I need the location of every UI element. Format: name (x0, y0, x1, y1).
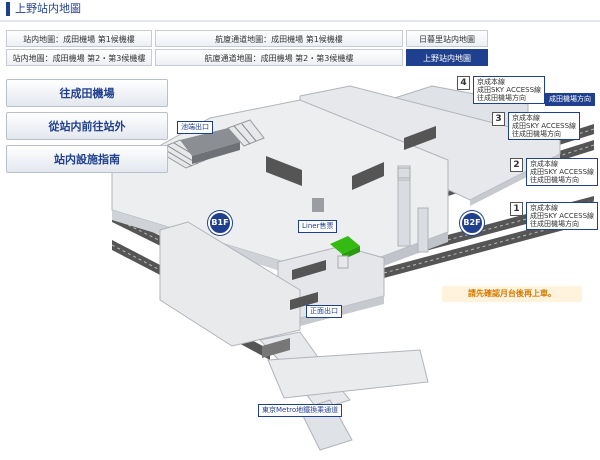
platform-1: 1 京成本線 成田SKY ACCESS線 往成田機場方向 (510, 202, 599, 230)
platform-line: 京成本線 (530, 160, 558, 168)
platform-number: 2 (510, 158, 523, 172)
platform-line: 成田SKY ACCESS線 (530, 212, 595, 220)
platform-number: 1 (510, 202, 523, 216)
stairs (154, 119, 436, 358)
exit-station-button[interactable]: 從站内前往站外 (6, 112, 168, 140)
tab-ueno-station[interactable]: 上野站内地圖 (406, 49, 488, 66)
liner-ticket-label: Liner售票 (298, 220, 338, 233)
platform-line: 京成本線 (530, 204, 558, 212)
platform-line: 往成田機場方向 (530, 176, 579, 184)
floor-b2f-badge: B2F (460, 211, 484, 235)
platform-number: 4 (457, 76, 470, 90)
platform-info: 京成本線 成田SKY ACCESS線 往成田機場方向 (526, 158, 599, 186)
to-narita-airport-button[interactable]: 往成田機場 (6, 79, 168, 107)
platform-line: 成田SKY ACCESS線 (512, 122, 577, 130)
title-accent (6, 2, 10, 16)
tab-narita-t1-terminal[interactable]: 航廈通道地圖：成田機場 第1候機樓 (155, 30, 403, 47)
tab-narita-t23-station[interactable]: 站内地圖：成田機場 第2・第3候機樓 (6, 49, 152, 66)
platform-line: 京成本線 (512, 114, 540, 122)
tab-nippori-station[interactable]: 日暮里站内地圖 (406, 30, 488, 47)
main-exit-label: 正面出口 (306, 305, 342, 318)
platform-info: 京成本線 成田SKY ACCESS線 往成田機場方向 (508, 112, 581, 140)
facilities-guide-button[interactable]: 站内設施指南 (6, 145, 168, 173)
platform-line: 成田SKY ACCESS線 (477, 86, 542, 94)
tab-narita-t1-station[interactable]: 站内地圖：成田機場 第1候機樓 (6, 30, 152, 47)
platform-line: 成田SKY ACCESS線 (530, 168, 595, 176)
title-bar: 上野站内地圖 (0, 0, 600, 22)
platform-3: 3 京成本線 成田SKY ACCESS線 往成田機場方向 (492, 112, 581, 140)
platform-number: 3 (492, 112, 505, 126)
platform-line: 往成田機場方向 (530, 220, 579, 228)
platform-line: 往成田機場方向 (477, 94, 526, 102)
platform-line: 往成田機場方向 (512, 130, 561, 138)
to-narita-direction-label: 成田機場方向 (545, 93, 595, 106)
ikenohata-exit-label: 池端出口 (177, 121, 213, 134)
platform-line: 京成本線 (477, 78, 505, 86)
platform-info: 京成本線 成田SKY ACCESS線 往成田機場方向 (526, 202, 599, 230)
tab-narita-t23-terminal[interactable]: 航廈通道地圖：成田機場 第2・第3候機樓 (155, 49, 403, 66)
floor-b1f-badge: B1F (208, 211, 232, 235)
platform-2: 2 京成本線 成田SKY ACCESS線 往成田機場方向 (510, 158, 599, 186)
page-title: 上野站内地圖 (15, 2, 81, 15)
platform-info: 京成本線 成田SKY ACCESS線 往成田機場方向 (473, 76, 546, 104)
metro-transfer-label: 東京Metro地鐵換乘通道 (258, 404, 343, 417)
boarding-notice: 請先確認月台後再上車。 (442, 286, 582, 302)
platform-4: 4 京成本線 成田SKY ACCESS線 往成田機場方向 (457, 76, 546, 104)
